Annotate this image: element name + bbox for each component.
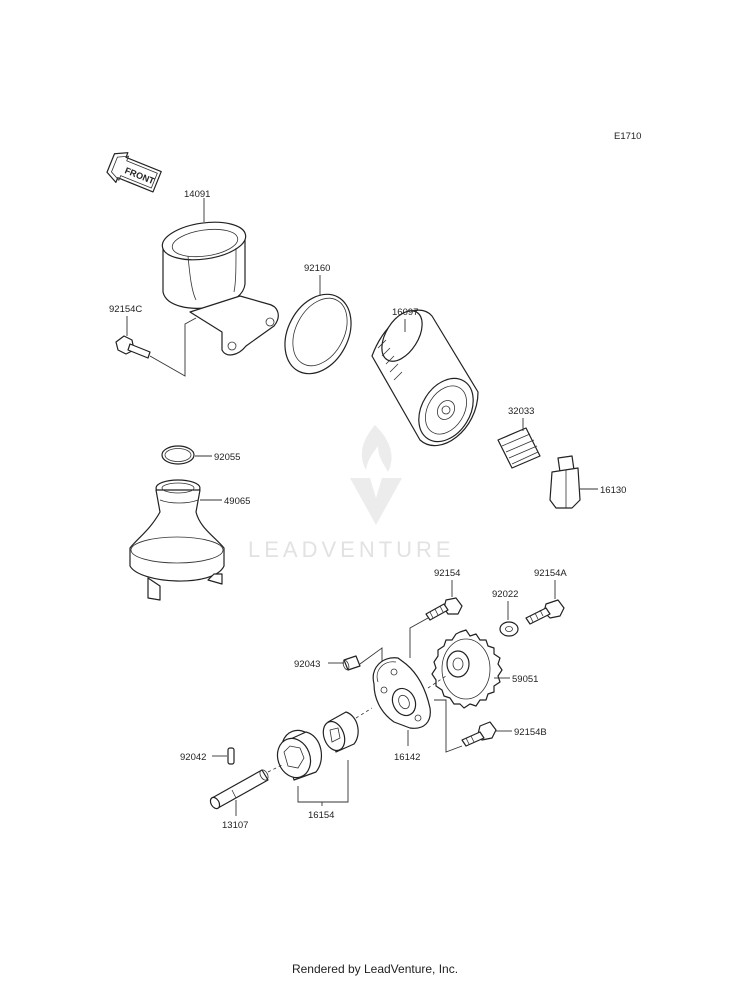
part-92154B-bolt[interactable] [461,721,497,747]
part-14091-cover[interactable] [160,217,279,356]
leadventure-watermark: LEADVENTURE [248,425,455,562]
label-16097: 16097 [392,307,418,318]
part-92055-o-ring[interactable] [161,445,195,465]
label-92154A: 92154A [534,568,567,579]
part-92160-ring[interactable] [272,283,364,385]
label-16142: 16142 [394,752,420,763]
front-arrow-icon: FRONT [106,152,162,193]
part-16154-rotor-inner[interactable] [319,711,359,754]
label-92043: 92043 [294,659,320,670]
label-92042: 92042 [180,752,206,763]
part-16142-pump-body[interactable] [372,657,431,729]
part-92022-washer[interactable] [499,621,519,637]
label-32033: 32033 [508,406,534,417]
label-92154C: 92154C [109,304,142,315]
part-16154-rotor-outer[interactable] [272,725,324,782]
part-92043-pin[interactable] [342,655,361,671]
part-59051-gear[interactable] [431,629,503,709]
diagram-code: E1710 [614,131,641,142]
label-13107: 13107 [222,820,248,831]
label-49065: 49065 [224,496,250,507]
part-92154C-bolt[interactable] [115,335,151,359]
label-92154B: 92154B [514,727,547,738]
label-92160: 92160 [304,263,330,274]
label-92055: 92055 [214,452,240,463]
watermark-text: LEADVENTURE [248,537,455,562]
label-59051: 59051 [512,674,538,685]
part-49065-housing[interactable] [129,479,225,601]
part-92042-pin[interactable] [227,747,235,765]
part-32033-spring[interactable] [497,427,541,469]
part-16097-oil-filter[interactable] [371,304,484,452]
part-13107-shaft[interactable] [209,768,270,810]
label-92154: 92154 [434,568,460,579]
part-16130-fitting[interactable] [549,455,581,509]
part-92154-bolt[interactable] [425,597,463,621]
label-16130: 16130 [600,485,626,496]
label-14091: 14091 [184,189,210,200]
label-92022: 92022 [492,589,518,600]
footer-credit: Rendered by LeadVenture, Inc. [291,962,459,976]
label-16154: 16154 [308,810,334,821]
part-92154A-bolt[interactable] [525,599,565,625]
